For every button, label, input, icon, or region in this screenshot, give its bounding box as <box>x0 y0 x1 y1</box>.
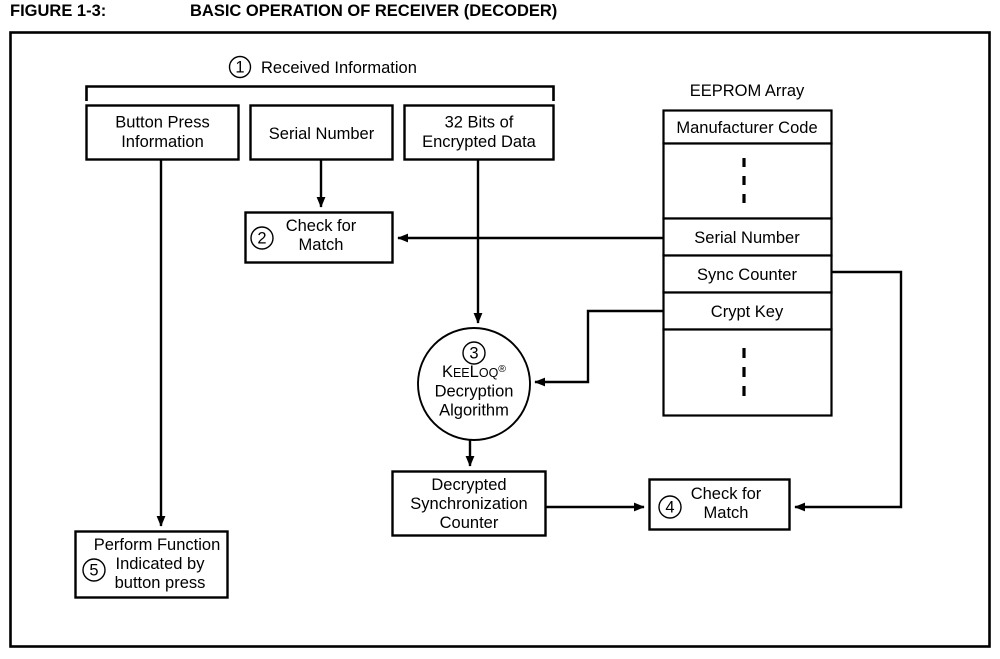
box-perform-function-line2: Indicated by <box>116 555 206 573</box>
connector-crypt-key-to-decryption <box>534 309 663 387</box>
step-4-number: 4 <box>665 499 674 517</box>
box-check-for-match-top[interactable] <box>244 211 394 264</box>
node-keeloq-line2: Decryption <box>435 383 514 401</box>
eeprom-row-manufacturer-code-label: Manufacturer Code <box>676 119 817 137</box>
box-check-for-match-bottom-line1: Check for <box>691 485 762 503</box>
step-5-circle <box>82 558 106 582</box>
keeloq-ee: EE <box>453 366 470 380</box>
box-serial-number[interactable] <box>249 104 394 161</box>
box-check-for-match-top-line2: Match <box>299 236 344 254</box>
node-keeloq-brand: KEELOQ® <box>442 363 506 381</box>
step-2-circle <box>250 226 274 250</box>
step-5-number: 5 <box>89 562 98 580</box>
step-1-number: 1 <box>235 59 244 77</box>
eeprom-array-title: EEPROM Array <box>690 82 805 100</box>
keeloq-k: K <box>442 363 453 381</box>
step-1-circle <box>228 55 252 79</box>
node-keeloq-line3: Algorithm <box>439 402 509 420</box>
box-check-for-match-bottom-line2: Match <box>704 504 749 522</box>
registered-trademark-icon: ® <box>498 363 506 375</box>
figure-border <box>9 31 991 648</box>
figure-label: FIGURE 1-3: <box>10 2 107 20</box>
figure-title: BASIC OPERATION OF RECEIVER (DECODER) <box>190 2 558 20</box>
eeprom-row-crypt-key[interactable] <box>662 291 833 331</box>
box-decrypted-counter-line2: Synchronization <box>410 495 527 513</box>
box-perform-function-line1: Perform Function <box>94 536 221 554</box>
box-encrypted-data-line1: 32 Bits of <box>445 114 514 132</box>
step-3-circle <box>462 341 486 365</box>
eeprom-row-crypt-key-label: Crypt Key <box>711 303 784 321</box>
box-decrypted-synchronization-counter[interactable] <box>391 470 547 537</box>
box-check-for-match-bottom[interactable] <box>648 478 791 531</box>
connector-sync-counter-to-check-match-bottom <box>794 270 903 512</box>
box-button-press-information[interactable] <box>85 104 240 161</box>
eeprom-row-gap-lower <box>662 328 833 417</box>
received-information-bracket <box>85 85 555 101</box>
node-keeloq-decryption-algorithm[interactable] <box>417 327 531 441</box>
figure-caption: FIGURE 1-3: BASIC OPERATION OF RECEIVER (… <box>10 2 990 28</box>
box-encrypted-data[interactable] <box>403 104 555 161</box>
box-decrypted-counter-line1: Decrypted <box>431 476 506 494</box>
box-button-press-information-line2: Information <box>121 133 204 151</box>
step-4-circle <box>658 495 682 519</box>
box-perform-function[interactable] <box>74 530 229 599</box>
box-encrypted-data-line2: Encrypted Data <box>422 133 537 151</box>
box-serial-number-label: Serial Number <box>269 125 375 143</box>
eeprom-row-serial-number-label: Serial Number <box>694 229 800 247</box>
eeprom-row-sync-counter-label: Sync Counter <box>697 266 797 284</box>
box-decrypted-counter-line3: Counter <box>440 514 499 532</box>
eeprom-row-gap-upper <box>662 142 833 220</box>
keeloq-oq: OQ <box>479 366 499 380</box>
box-perform-function-line3: button press <box>115 574 206 592</box>
step-2-number: 2 <box>257 230 266 248</box>
step-3-number: 3 <box>469 345 478 363</box>
keeloq-l: L <box>470 363 479 381</box>
box-check-for-match-top-line1: Check for <box>286 217 357 235</box>
received-information-label: Received Information <box>261 59 417 77</box>
box-button-press-information-line1: Button Press <box>115 114 209 132</box>
